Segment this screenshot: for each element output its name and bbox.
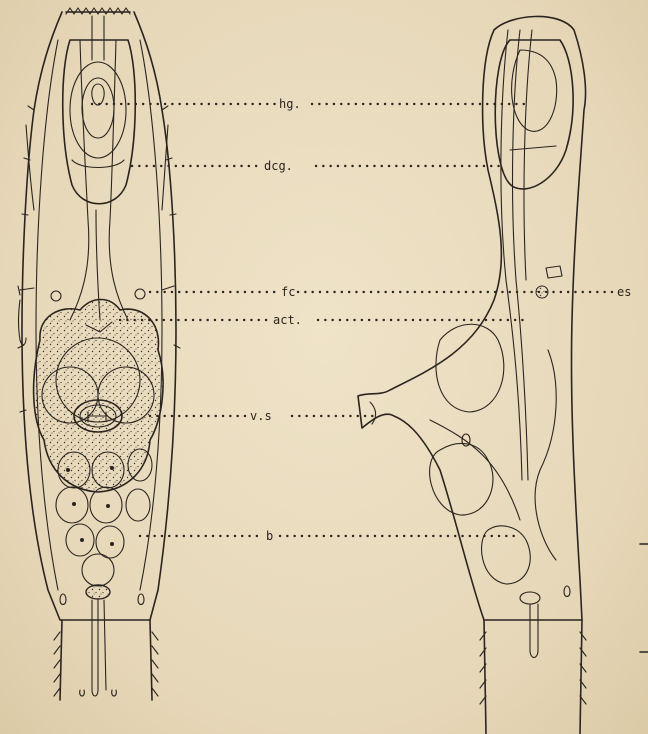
flame-cell-right: [135, 289, 145, 299]
label-fc: fc: [281, 285, 295, 299]
label-dcg: dcg.: [264, 159, 293, 173]
lateral-body-outline: [358, 16, 586, 620]
label-vs: v.s: [250, 409, 272, 423]
specimen-lateral-view: [358, 16, 586, 734]
label-es: es: [617, 285, 631, 299]
lateral-foot: [484, 620, 582, 734]
specimen-dorsal-view: [18, 8, 180, 700]
label-act: act.: [273, 313, 302, 327]
label-hg: hg.: [279, 97, 301, 111]
flame-cell-left: [51, 291, 61, 301]
head-ganglion: [63, 40, 136, 204]
label-b: b: [266, 529, 273, 543]
